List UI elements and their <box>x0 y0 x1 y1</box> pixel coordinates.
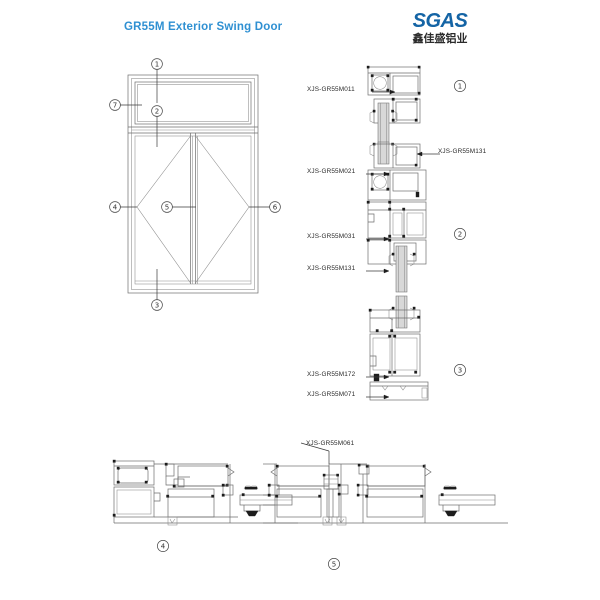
part-label-m071: XJS-GR55M071 <box>307 391 356 398</box>
elevation-callout-7-label: 7 <box>113 101 117 109</box>
elevation-callout-3-label: 3 <box>155 301 159 309</box>
leader-m011 <box>372 88 396 96</box>
elevation-callout-2-label: 2 <box>155 107 159 115</box>
elevation-callout-4: 4 <box>109 201 121 213</box>
leader-m131a <box>416 150 440 158</box>
elevation-callout-3: 3 <box>151 299 163 311</box>
section-1-drawing <box>360 63 430 146</box>
part-label-m011: XJS-GR55M011 <box>307 86 355 93</box>
elevation-callout-5-label: 5 <box>165 203 169 211</box>
part-label-m131a: XJS-GR55M131 <box>438 148 487 155</box>
leader-m021 <box>366 170 390 178</box>
leader-m172 <box>366 373 390 381</box>
part-label-m061: XJS-GR55M061 <box>306 440 355 447</box>
leader-m031 <box>366 235 390 243</box>
part-label-m172: XJS-GR55M172 <box>307 371 356 378</box>
section-1-callout: 1 <box>452 78 468 94</box>
elevation-callout-1-label: 1 <box>155 60 159 68</box>
page-title: GR55M Exterior Swing Door <box>124 21 283 33</box>
logo-wordmark: SGAS <box>412 10 468 32</box>
logo-chinese-name: 鑫佳盛铝业 <box>412 32 468 45</box>
elevation-callout-4-label: 4 <box>113 203 118 211</box>
elevation-callout-5: 5 <box>161 201 173 213</box>
section-5-callout: 5 <box>326 556 342 572</box>
section-2-callout-label: 2 <box>458 230 462 238</box>
part-label-m031: XJS-GR55M031 <box>307 233 356 240</box>
section-4-callout: 4 <box>155 538 171 554</box>
section-1-callout-label: 1 <box>458 82 462 90</box>
part-label-m131b: XJS-GR55M131 <box>307 265 356 272</box>
elevation-callout-1: 1 <box>151 58 163 70</box>
section-3-callout: 3 <box>452 362 468 378</box>
section-5-callout-label: 5 <box>332 560 336 568</box>
elevation-callout-6: 6 <box>269 201 281 213</box>
section-4-drawing <box>108 455 298 533</box>
elevation-callout-7: 7 <box>109 99 121 111</box>
section-3-callout-label: 3 <box>458 366 462 374</box>
part-label-m021: XJS-GR55M021 <box>307 168 356 175</box>
section-3-drawing <box>360 295 440 408</box>
company-logo: SGAS 鑫佳盛铝业 <box>392 11 488 46</box>
section-4-callout-label: 4 <box>161 542 166 550</box>
leader-m071 <box>366 393 390 401</box>
elevation-callout-6-label: 6 <box>273 203 278 211</box>
sheet-header: GR55M Exterior Swing Door SGAS 鑫佳盛铝业 <box>0 0 600 52</box>
section-2-callout: 2 <box>452 226 468 242</box>
section-5-drawing <box>263 442 508 533</box>
door-elevation-drawing: 1 7 2 4 5 6 3 <box>109 55 300 311</box>
elevation-callout-2: 2 <box>151 105 163 117</box>
leader-m131b <box>366 267 390 275</box>
